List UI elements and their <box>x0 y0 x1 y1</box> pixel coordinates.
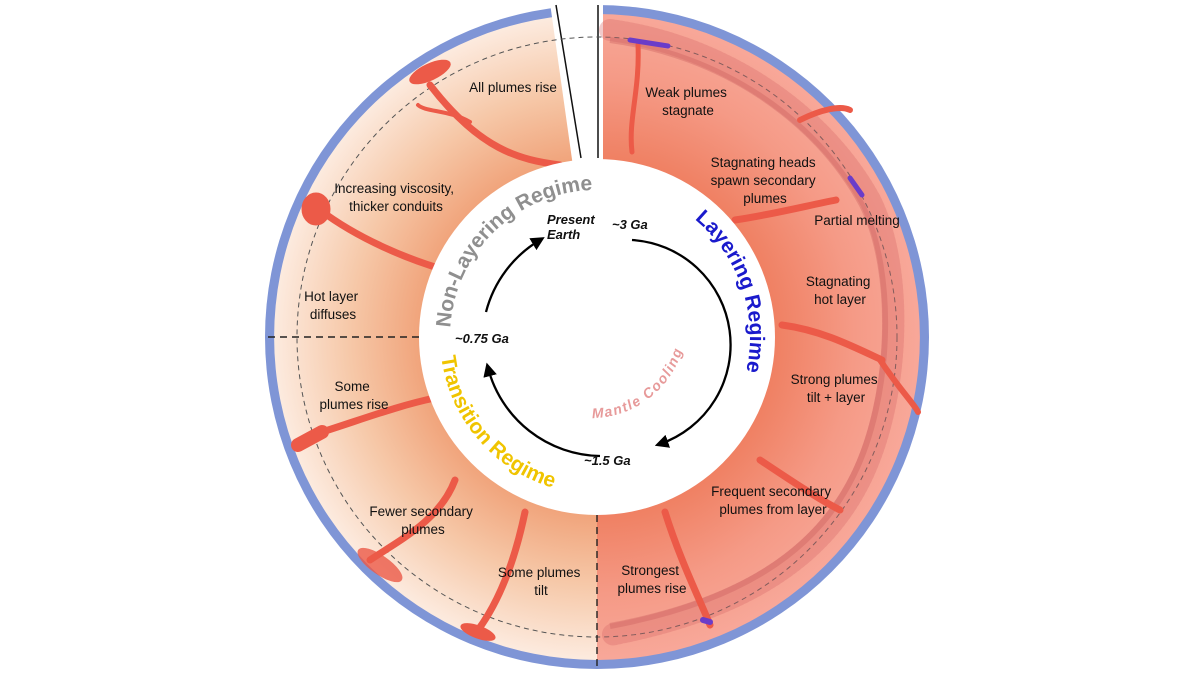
label-strongest-plumes: Strongest plumes rise <box>617 563 686 596</box>
inner-disc <box>419 159 775 515</box>
age-earth: Earth <box>547 227 580 242</box>
label-frequent-secondary: Frequent secondary plumes from layer <box>711 484 835 517</box>
stagnating-layer-inner <box>609 37 889 629</box>
process-labels: Weak plumes stagnate Stagnating heads sp… <box>304 80 900 598</box>
gap-edge-left <box>555 4 582 159</box>
label-all-plumes-rise: All plumes rise <box>469 80 557 95</box>
label-some-plumes-rise: Some plumes rise <box>319 379 388 412</box>
label-hot-layer-diffuses: Hot layer diffuses <box>304 289 362 322</box>
label-weak-plumes: Weak plumes stagnate <box>645 85 730 118</box>
label-stagnating-hot-layer: Stagnating hot layer <box>806 274 874 307</box>
label-partial-melting: Partial melting <box>814 213 900 228</box>
plumes <box>291 42 921 641</box>
age-present: Present <box>547 212 595 227</box>
timeline-arrows <box>483 237 732 458</box>
stagnating-layer <box>599 19 905 646</box>
label-some-plumes-tilt: Some plumes tilt <box>498 565 584 598</box>
age-3ga: ~3 Ga <box>612 217 648 232</box>
label-strong-plumes-tilt: Strong plumes tilt + layer <box>791 372 882 405</box>
label-stagnating-heads: Stagnating heads spawn secondary plumes <box>711 155 820 206</box>
age-1-5ga: ~1.5 Ga <box>584 453 631 468</box>
label-increasing-viscosity: Increasing viscosity, thicker conduits <box>334 181 458 214</box>
age-0-75ga: ~0.75 Ga <box>455 331 509 346</box>
label-fewer-secondary: Fewer secondary plumes <box>369 504 476 537</box>
partial-melt-marks <box>627 37 865 625</box>
